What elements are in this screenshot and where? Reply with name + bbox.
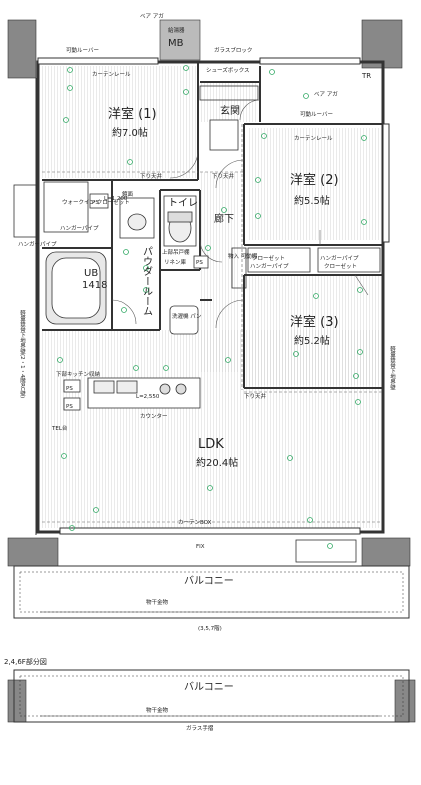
lower-kitchen-label: 下部キッチン収納 xyxy=(56,370,101,378)
powder-room-vertical: パウダールーム xyxy=(141,246,153,316)
ps-1: PS xyxy=(66,386,73,392)
ps-2: PS xyxy=(196,260,203,266)
curtain-box-label: カーテンBOX xyxy=(178,519,212,526)
vent-right: ベア アガ xyxy=(314,90,338,98)
annotations: 給湯器 ベア アガ ベア アガ 可動ルーバー 可動ルーバー ガラスブロック カー… xyxy=(4,12,359,732)
note-357: (3,5,7階) xyxy=(198,624,222,632)
ub-size: 1418 xyxy=(82,280,107,291)
hanger-pipe-wic: ハンガーパイプ xyxy=(60,224,99,232)
balcony-label: バルコニー xyxy=(184,575,234,587)
mirror-cabinet-label: 鏡面 xyxy=(122,190,134,198)
powder-room-label: パウダールーム xyxy=(141,246,153,316)
vent-top-left: ベア アガ xyxy=(140,12,164,20)
storage-in-label: 物入 可動棚 xyxy=(228,252,258,260)
electrical-symbols xyxy=(57,65,367,549)
closet-1-label: クローゼット xyxy=(252,254,285,262)
doors xyxy=(111,99,369,329)
tel-label: TEL台 xyxy=(51,424,68,432)
linen-label: リネン庫 xyxy=(164,258,187,266)
ps-3: PS xyxy=(92,200,99,206)
wall-notes: 軽量鉄骨下地界壁(2・1・4階RC壁) 軽量鉄骨下地界壁 xyxy=(19,309,396,398)
balcony-partial-label: バルコニー xyxy=(184,681,234,693)
upper-cabinet-label: 上部吊戸棚 xyxy=(162,248,190,256)
ceiling-drop-1: 下り天井 xyxy=(140,172,163,180)
room-labels: 洋室 (1) 約7.0帖 洋室 (2) 約5.5帖 洋室 (3) 約5.2帖 L… xyxy=(82,38,371,693)
ps-4: PS xyxy=(66,404,73,410)
ldk-name: LDK xyxy=(198,437,224,452)
corridor-label: 廊下 xyxy=(214,212,234,225)
hanger-pipe-side: ハンガーパイプ xyxy=(18,240,57,248)
interior-walls xyxy=(42,62,383,389)
structural-columns xyxy=(7,19,416,723)
l2550-label: L=2,550 xyxy=(136,394,160,400)
western2-name: 洋室 (2) xyxy=(290,172,339,188)
walkin-closet-label: ウォークイン クローゼット xyxy=(62,198,130,206)
glass-rail-label: ガラス手摺 xyxy=(186,724,214,732)
hanger-pipe-closet: ハンガーパイプ xyxy=(250,262,289,270)
glass-block-label: ガラスブロック xyxy=(214,46,252,54)
partial-title: 2,4,6F部分図 xyxy=(4,657,47,666)
ub-name: UB xyxy=(84,268,98,279)
tr-label: TR xyxy=(361,72,371,80)
fixtures xyxy=(13,85,381,563)
hanger-pipe-closet2: ハンガーパイプ xyxy=(320,254,359,262)
l1200-label: L=1,200 xyxy=(104,196,128,202)
ceiling-drop-3: 下り天井 xyxy=(244,392,267,400)
curtain-rail-1: カーテンレール xyxy=(92,71,131,78)
movable-louver-right: 可動ルーバー xyxy=(300,110,333,118)
western3-name: 洋室 (3) xyxy=(290,314,339,330)
shoes-box-label: シューズボックス xyxy=(206,66,250,74)
ldk-size: 約20.4帖 xyxy=(196,456,238,469)
ceiling-drops xyxy=(42,124,383,523)
wall-left-label: 軽量鉄骨下地界壁(2・1・4階RC壁) xyxy=(19,309,26,398)
clothes-hanger-1: 物干金物 xyxy=(146,598,169,606)
clothes-hanger-2: 物干金物 xyxy=(146,706,169,714)
toilet-label: トイレ xyxy=(168,198,198,209)
mb-label: MB xyxy=(168,38,184,49)
closet-2-label: クローゼット xyxy=(324,262,357,270)
ceiling-drop-2: 下り天井 xyxy=(212,172,235,180)
windows xyxy=(37,57,390,535)
western1-size: 約7.0帖 xyxy=(112,126,148,139)
movable-louver-left: 可動ルーバー xyxy=(66,46,99,54)
curtain-rail-2: カーテンレール xyxy=(294,135,333,142)
western2-size: 約5.5帖 xyxy=(294,194,330,207)
counter-label: カウンター xyxy=(140,412,168,420)
western3-size: 約5.2帖 xyxy=(294,334,330,347)
laundry-pan-label: 洗濯機 パン xyxy=(172,312,202,320)
water-heater-label: 給湯器 xyxy=(168,26,185,34)
balconies xyxy=(13,565,410,723)
entrance-label: 玄関 xyxy=(220,104,240,117)
wall-right-label: 軽量鉄骨下地界壁 xyxy=(389,345,396,391)
fix-label: FIX xyxy=(196,544,205,550)
western1-name: 洋室 (1) xyxy=(108,106,157,122)
